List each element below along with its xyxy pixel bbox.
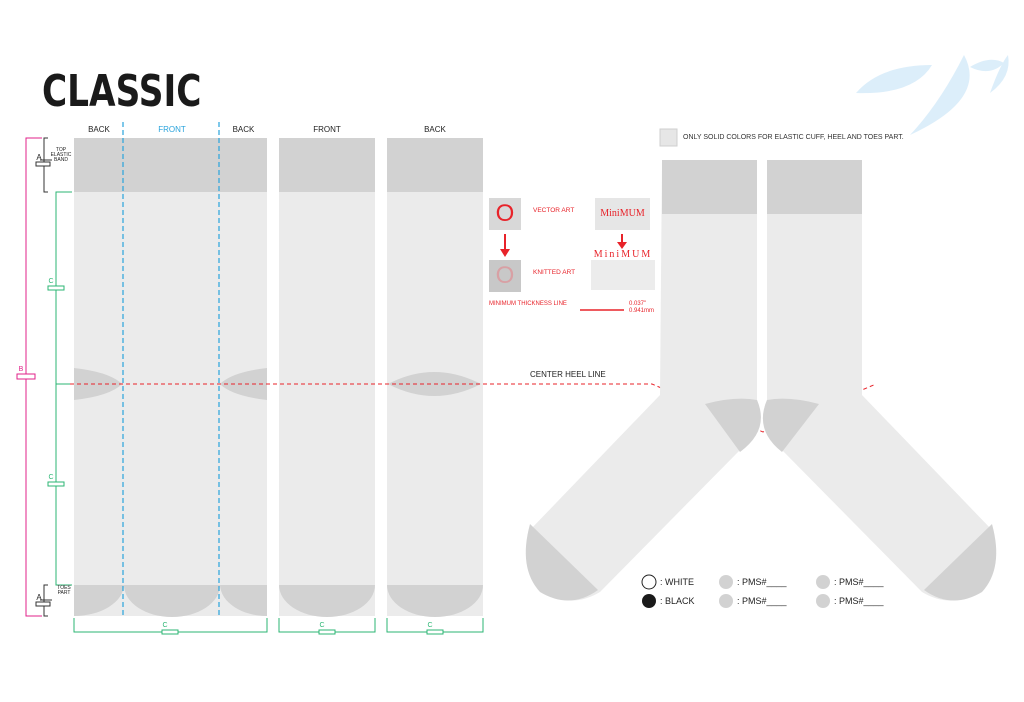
legend-pms-1: : PMS#____ <box>737 577 787 587</box>
dim-a-top-label: A <box>36 153 42 162</box>
knitted-o: O <box>495 262 515 289</box>
vector-art-label: VECTOR ART <box>533 207 575 214</box>
dim-c-lower-label: C <box>48 474 54 481</box>
dimension-guides <box>16 137 484 635</box>
vector-o: O <box>495 200 515 227</box>
legend-black: : BLACK <box>660 596 695 606</box>
label-back-left: BACK <box>88 125 110 134</box>
label-back-flat3: BACK <box>424 125 446 134</box>
center-heel-line-label: CENTER HEEL LINE <box>530 370 606 379</box>
dim-c-upper-label: C <box>48 278 54 285</box>
dim-c-flat2-label: C <box>319 622 325 629</box>
toes-part-label: TOES PART <box>57 585 71 596</box>
knitted-art-label: KNITTED ART <box>533 269 576 276</box>
thickness-mm: 0.941mm <box>629 308 655 314</box>
dim-b-label: B <box>18 366 24 373</box>
flat-sock-3 <box>387 138 483 617</box>
page-title: CLASSIC <box>42 66 202 117</box>
assembled-sock-left <box>525 160 761 601</box>
minimum-vector-text: MiniMUM <box>600 208 645 219</box>
solid-colors-note: ONLY SOLID COLORS FOR ELASTIC CUFF, HEEL… <box>683 134 904 141</box>
assembled-sock-right <box>762 160 997 601</box>
label-front-center: FRONT <box>158 125 186 134</box>
minimum-knitted-text: MiniMUM <box>593 249 653 260</box>
legend-pms-2: : PMS#____ <box>737 596 787 606</box>
label-front-flat2: FRONT <box>313 125 341 134</box>
legend-pms-4: : PMS#____ <box>834 596 884 606</box>
dim-a-bottom-label: A <box>36 593 42 602</box>
dim-c-flat3-label: C <box>427 622 433 629</box>
legend-white: : WHITE <box>660 577 694 587</box>
color-legend <box>641 574 830 608</box>
flat-sock-2 <box>279 138 375 617</box>
label-back-right: BACK <box>232 125 255 134</box>
leaf-decoration <box>856 55 1009 135</box>
top-band-label: TOP ELASTIC BAND <box>50 147 72 163</box>
thickness-in: 0.037" <box>629 301 647 307</box>
thickness-label: MINIMUM THICKNESS LINE <box>489 301 567 307</box>
art-samples <box>489 128 678 311</box>
dim-c-flat1-label: C <box>162 622 168 629</box>
legend-pms-3: : PMS#____ <box>834 577 884 587</box>
flat-sock-1 <box>74 122 267 617</box>
